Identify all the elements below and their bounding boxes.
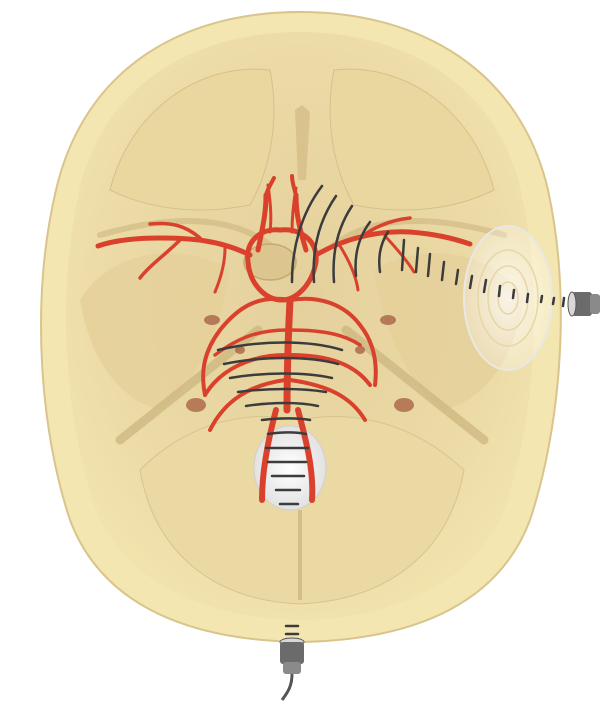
temporal-probe-icon xyxy=(568,292,600,316)
temporal-acoustic-window xyxy=(464,226,552,370)
suboccipital-probe-icon xyxy=(280,638,304,700)
